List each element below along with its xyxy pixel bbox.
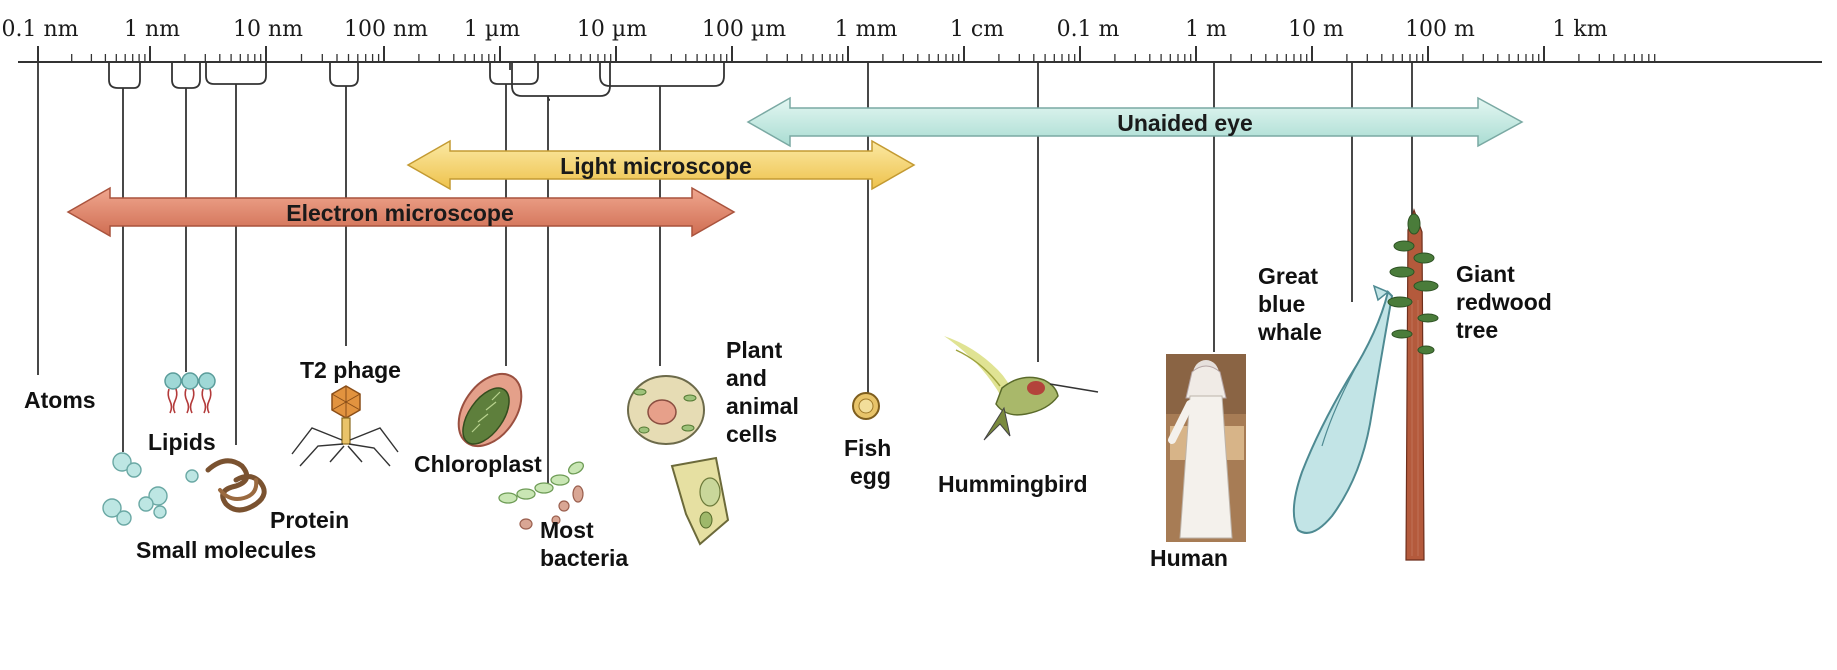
atoms-label: Atoms [24, 387, 96, 413]
lipids-label: Lipids [148, 429, 216, 455]
scale-label-1nm: 1 nm [124, 17, 180, 42]
scale-label-100um: 100 µm [702, 17, 786, 42]
scale-label-10m: 10 m [1288, 17, 1344, 42]
light-microscope-arrow: Light microscope [408, 141, 914, 189]
scale-label-1km: 1 km [1552, 17, 1607, 42]
scale-axis [18, 46, 1822, 62]
small-molecules-label: Small molecules [136, 537, 316, 563]
hummingbird-illustration [944, 336, 1098, 440]
t2-phage-label: T2 phage [300, 357, 401, 383]
scale-label-0-1nm: 0.1 nm [1, 17, 78, 42]
whale-label-line1: Great [1258, 263, 1318, 289]
fish-egg-label-line1: Fish [844, 435, 891, 461]
chloroplast-label: Chloroplast [414, 451, 542, 477]
fish-egg-label-line2: egg [850, 463, 891, 489]
protein-label: Protein [270, 507, 349, 533]
unaided-eye-arrow: Unaided eye [748, 98, 1522, 146]
scale-label-1um: 1 µm [464, 17, 520, 42]
scale-label-1cm: 1 cm [950, 17, 1004, 42]
cells-label-line2: and [726, 365, 767, 391]
human-label: Human [1150, 545, 1228, 571]
lipids-illustration [165, 373, 215, 413]
unaided-eye-label: Unaided eye [1117, 110, 1253, 136]
scale-label-100nm: 100 nm [344, 17, 428, 42]
scale-major-ticks [38, 46, 1544, 62]
whale-label-line3: whale [1257, 319, 1322, 345]
whale-label-line2: blue [1258, 291, 1305, 317]
scale-label-0-1m: 0.1 m [1057, 17, 1120, 42]
scale-label-10um: 10 µm [577, 17, 647, 42]
redwood-label-line3: tree [1456, 317, 1498, 343]
redwood-label-line1: Giant [1456, 261, 1515, 287]
scale-label-1m: 1 m [1185, 17, 1227, 42]
cells-illustration [628, 376, 728, 544]
cells-label-line3: animal [726, 393, 799, 419]
electron-microscope-arrow: Electron microscope [68, 188, 734, 236]
scale-label-10nm: 10 nm [233, 17, 303, 42]
scale-labels: 0.1 nm 1 nm 10 nm 100 nm 1 µm 10 µm 100 … [1, 17, 1607, 42]
fish-egg-illustration [853, 393, 879, 419]
range-brackets [109, 62, 724, 100]
chloroplast-illustration [446, 362, 534, 457]
scale-minor-ticks [72, 54, 1655, 62]
redwood-illustration [1388, 210, 1438, 560]
small-molecules-illustration [103, 453, 198, 525]
cells-label-line4: cells [726, 421, 777, 447]
redwood-label-line2: redwood [1456, 289, 1552, 315]
light-microscope-label: Light microscope [560, 153, 752, 179]
electron-microscope-label: Electron microscope [286, 200, 514, 226]
scale-label-1mm: 1 mm [835, 17, 898, 42]
cells-label-line1: Plant [726, 337, 783, 363]
most-bacteria-label-line2: bacteria [540, 545, 628, 571]
scale-label-100m: 100 m [1405, 17, 1475, 42]
most-bacteria-label-line1: Most [540, 517, 594, 543]
protein-illustration [208, 461, 264, 510]
hummingbird-label: Hummingbird [938, 471, 1088, 497]
t2-phage-illustration [292, 386, 398, 466]
human-illustration [1166, 354, 1246, 542]
